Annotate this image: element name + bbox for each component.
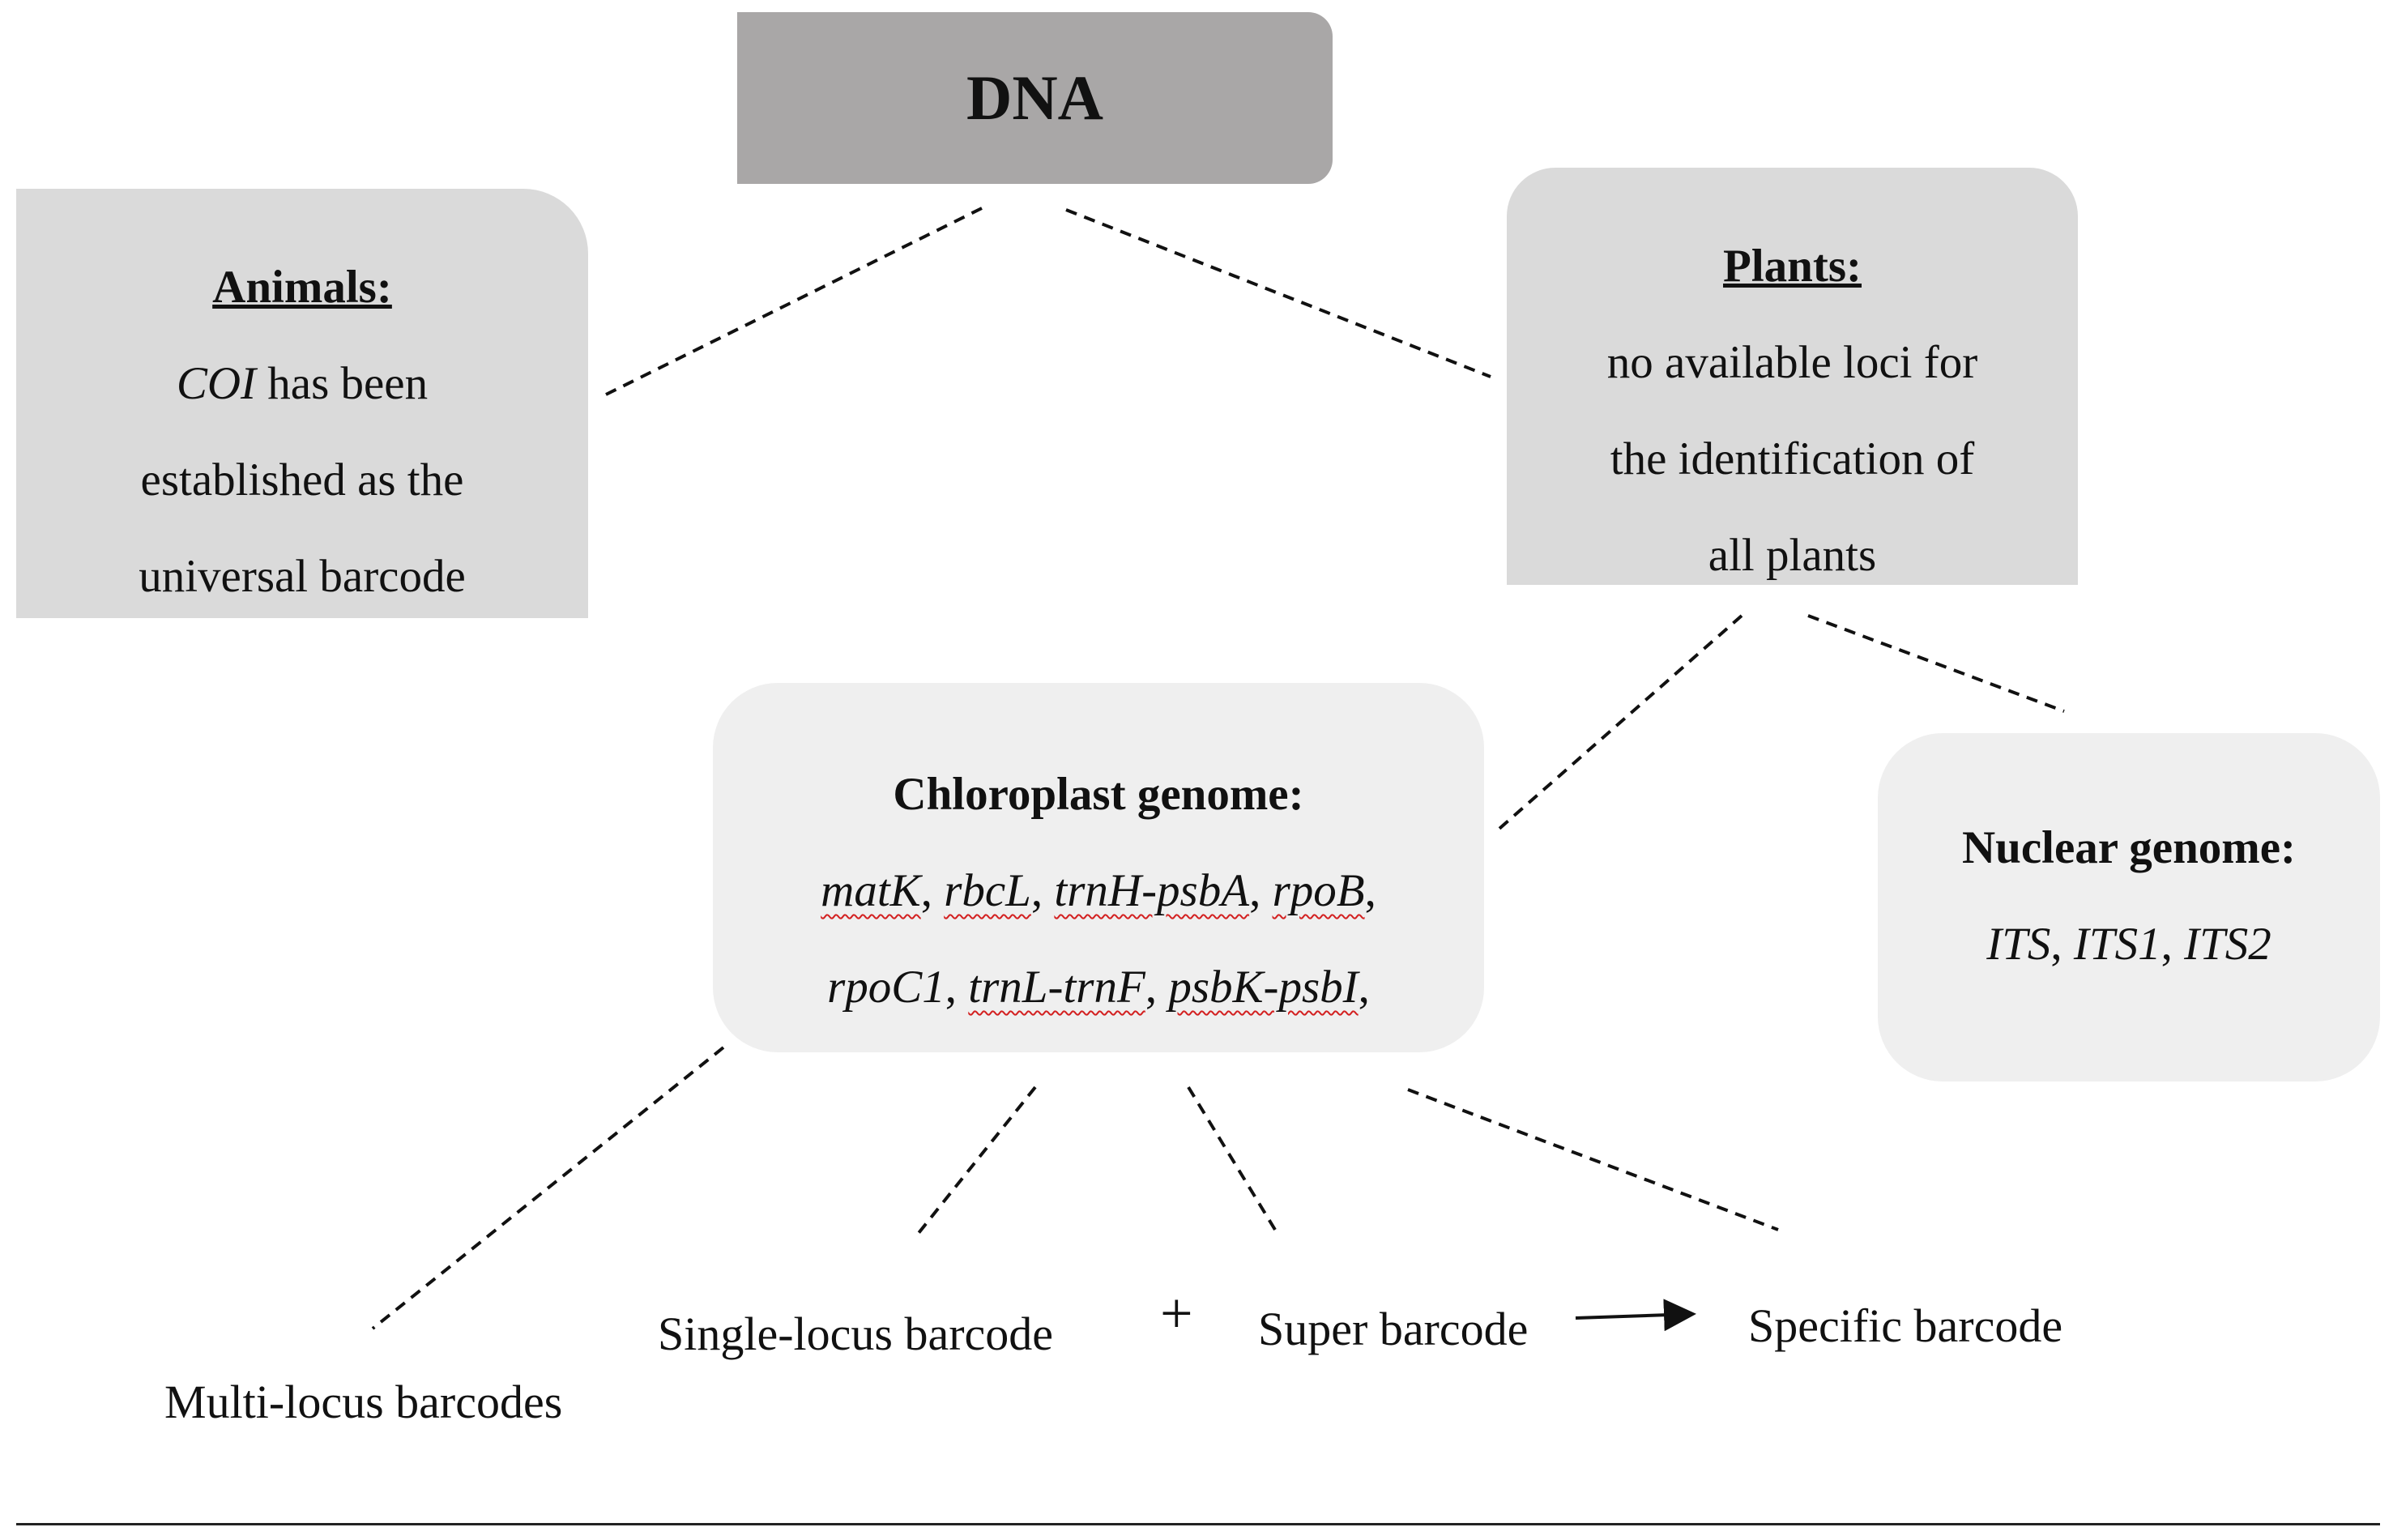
nuclear-loci: ITS, ITS1, ITS2 [1986,919,2271,970]
connector-dna-animals [605,207,983,396]
dna-box: DNA [737,12,1333,184]
animals-box: Animals: COI has been established as the… [16,189,588,618]
locus-trnh-psba: trnH-psbA [1054,865,1250,916]
animals-title: Animals: [212,262,392,313]
connector-dna-plants [1065,208,1491,378]
bottom-rule [16,1523,2380,1525]
animals-line-2: established as the [140,454,464,506]
plants-title: Plants: [1723,241,1862,292]
single-locus-label: Single-locus barcode [658,1308,1054,1360]
nuclear-title: Nuclear genome: [1961,822,2297,873]
locus-its: ITS [1986,919,2051,970]
chloroplast-box: Chloroplast genome: matK, rbcL, trnH-psb… [713,683,1484,1052]
super-barcode-label: Super barcode [1258,1303,1529,1355]
connector-chloro-super [1187,1086,1277,1231]
multi-locus-label: Multi-locus barcodes [164,1376,563,1428]
connector-plants-nuclear [1807,614,2065,713]
locus-psbk-psbi: psbK-psbI [1168,962,1359,1013]
locus-its2: ITS2 [2184,919,2271,970]
connector-chloro-single [914,1086,1037,1239]
locus-matk: matK [821,865,921,916]
plus-sign: + [1160,1281,1193,1346]
locus-rbcl: rbcL [944,865,1031,916]
nuclear-box: Nuclear genome: ITS, ITS1, ITS2 [1878,733,2380,1081]
connector-plants-chloroplast [1493,614,1743,834]
animals-gene: COI [176,358,257,409]
plants-line-1: no available loci for [1606,337,1978,388]
chloroplast-loci-row-2: rpoC1, trnL-trnF, psbK-psbI, [827,962,1370,1013]
plants-line-2: the identification of [1610,433,1975,484]
locus-rpob: rpoB [1272,865,1365,916]
locus-its1: ITS1 [2073,919,2161,970]
chloroplast-loci-row-1: matK, rbcL, trnH-psbA, rpoB, [821,865,1376,916]
animals-line-1: COI has been [16,335,588,432]
plants-box: Plants: no available loci for the identi… [1507,168,2078,585]
specific-barcode-label: Specific barcode [1748,1299,2063,1352]
locus-trnl-trnf: trnL-trnF [968,962,1145,1013]
locus-rpoc1: rpoC1 [827,962,945,1013]
connector-chloro-multi [371,1046,725,1330]
animals-line-1-rest: has been [256,358,429,409]
chloroplast-title: Chloroplast genome: [893,769,1304,820]
plants-line-3: all plants [1708,530,1877,581]
arrow-super-to-specific [1575,1299,1696,1332]
animals-line-3: universal barcode [139,551,466,602]
connector-chloro-specific [1407,1088,1779,1231]
dna-label: DNA [966,62,1103,133]
